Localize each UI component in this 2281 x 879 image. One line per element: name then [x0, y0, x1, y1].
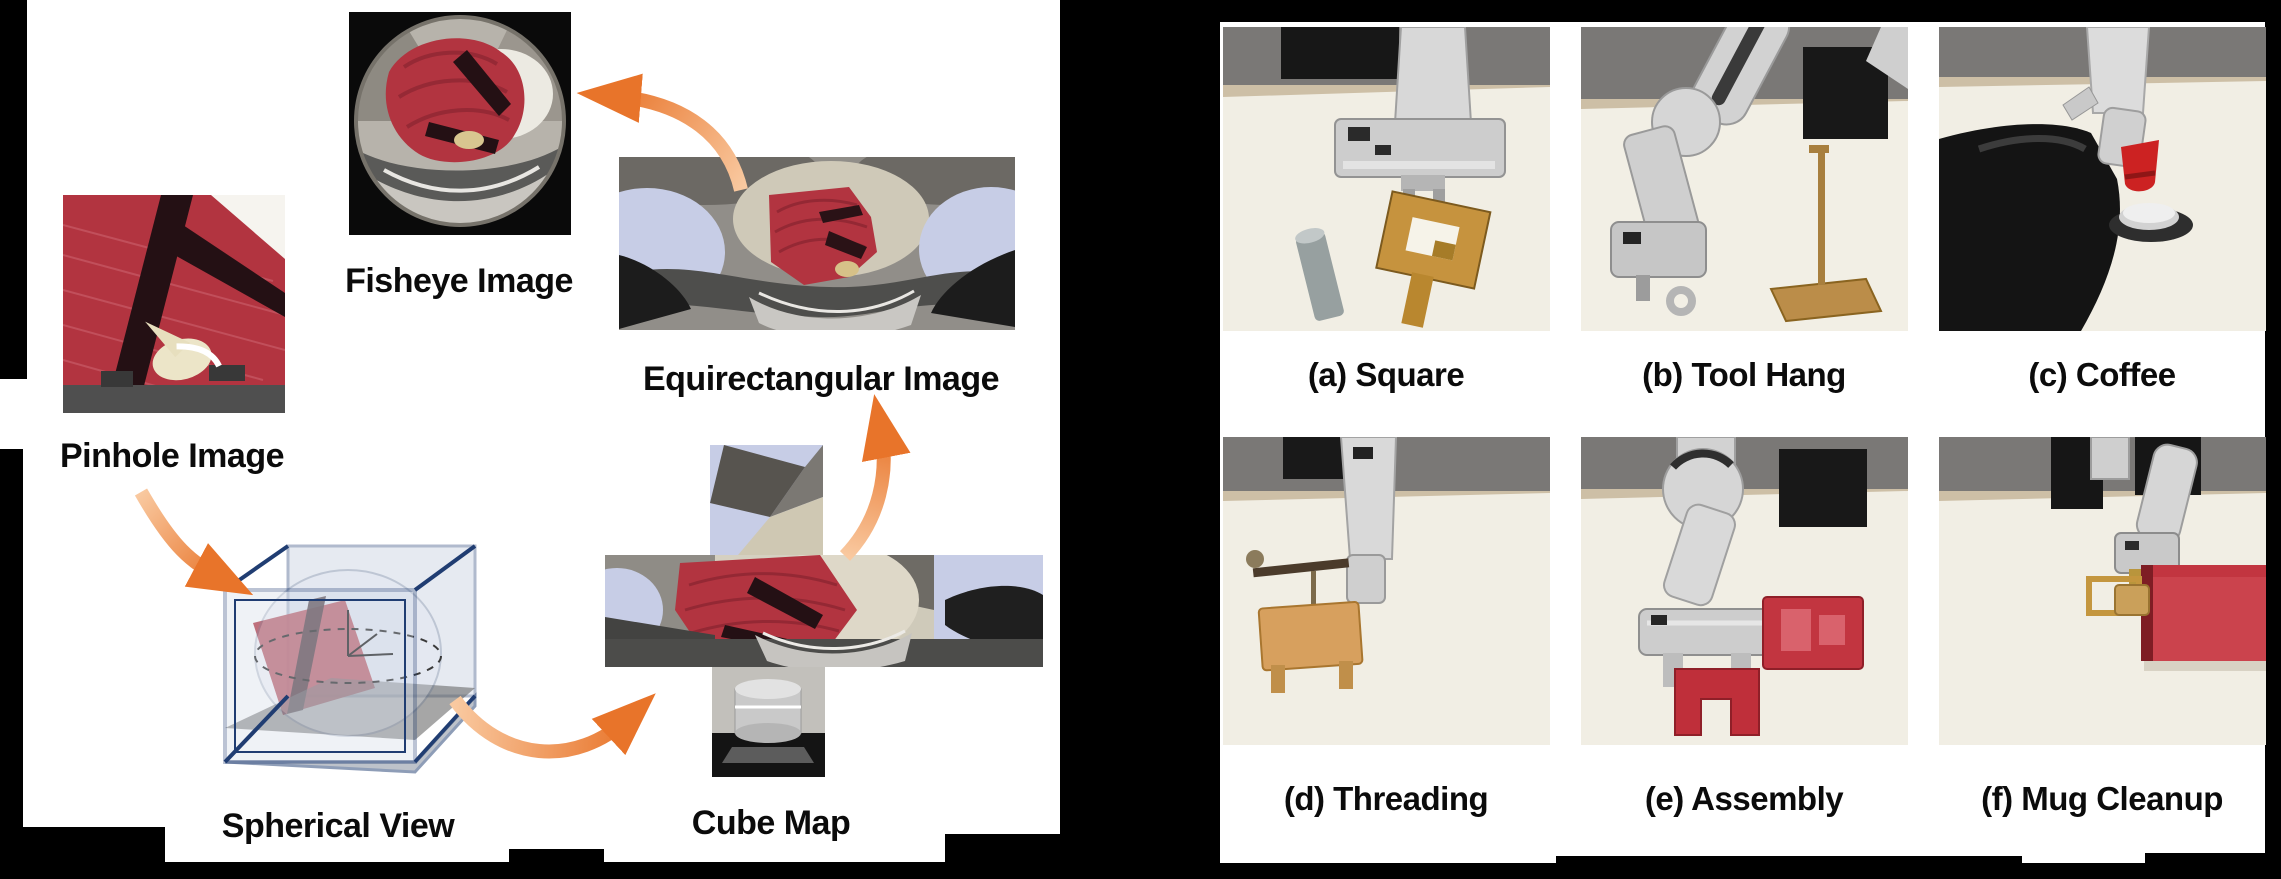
left-panel-notch-top-left	[0, 0, 27, 379]
task-image-threading	[1223, 437, 1550, 745]
equirectangular-image-thumbnail	[619, 157, 1015, 330]
task-image-square	[1223, 27, 1550, 331]
spherical-view-thumbnail	[213, 538, 488, 780]
task-image-assembly	[1581, 437, 1908, 745]
fisheye-image-thumbnail	[349, 12, 571, 235]
left-panel-edge-sliver	[0, 379, 27, 449]
pinhole-image-thumbnail	[63, 195, 285, 413]
left-panel-notch-bottom-right	[945, 834, 1061, 879]
right-panel-notch-bottom-right	[2145, 853, 2281, 879]
caption-threading: (d) Threading	[1283, 780, 1489, 817]
cube-map-middle-strip	[605, 555, 1043, 667]
task-image-mug-cleanup	[1939, 437, 2266, 745]
caption-assembly: (e) Assembly	[1644, 780, 1844, 817]
left-panel-notch-bottom-left	[0, 827, 165, 879]
cube-map-label: Cube Map	[691, 804, 851, 842]
cube-map-thumbnail	[605, 445, 1066, 778]
spherical-view-label: Spherical View	[221, 807, 455, 845]
arrow-pinhole-to-spherical-icon	[134, 488, 254, 596]
left-panel-notch-bottom-mid	[509, 849, 604, 879]
caption-coffee: (c) Coffee	[2028, 356, 2176, 393]
equirectangular-image-label: Equirectangular Image	[642, 360, 1000, 398]
projection-pipeline-panel: Pinhole Image	[23, 0, 1060, 862]
caption-mug-cleanup: (f) Mug Cleanup	[1981, 780, 2223, 817]
fisheye-image-label: Fisheye Image	[345, 262, 573, 300]
caption-square: (a) Square	[1307, 356, 1465, 393]
robot-tasks-panel: (a) Square (b) Tool Hang (c) Coffee (d) …	[1220, 22, 2266, 863]
right-panel-notch-bottom-mid	[1556, 856, 2022, 879]
cube-map-bottom-face	[712, 667, 825, 777]
caption-tool-hang: (b) Tool Hang	[1642, 356, 1846, 393]
cube-map-top-face	[710, 445, 823, 555]
left-panel-notch-left-lower	[0, 449, 23, 879]
pinhole-image-label: Pinhole Image	[60, 437, 285, 475]
task-image-coffee	[1939, 27, 2266, 331]
task-image-tool-hang	[1581, 27, 1908, 331]
